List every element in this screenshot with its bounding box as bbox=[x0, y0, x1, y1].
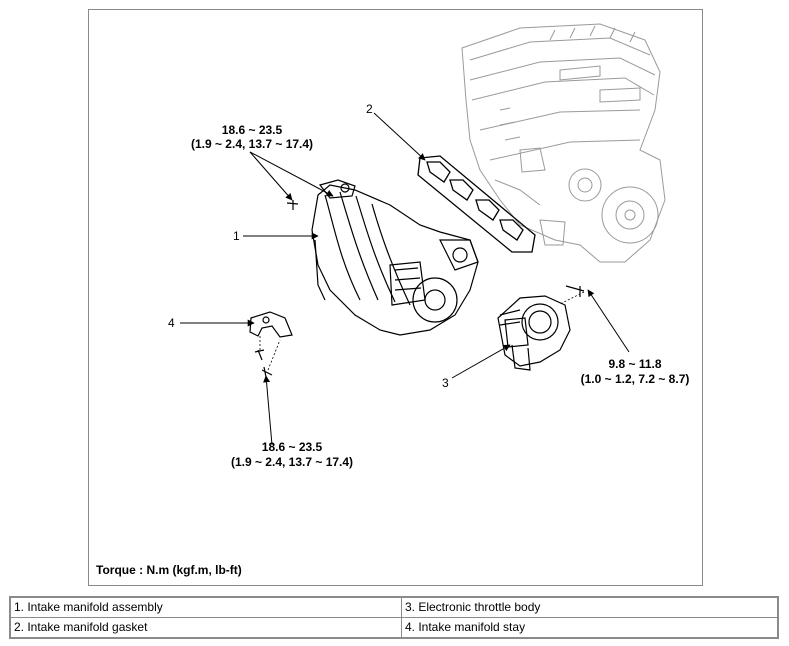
intake-manifold-gasket-illustration bbox=[417, 155, 536, 253]
figure-frame bbox=[88, 9, 703, 586]
torque-label-bottom-left-conversion: (1.9 ~ 2.4, 13.7 ~ 17.4) bbox=[230, 455, 354, 469]
intake-manifold-stay-illustration bbox=[249, 311, 293, 338]
torque-label-right-value: 9.8 ~ 11.8 bbox=[608, 357, 662, 371]
legend-item-3: 3. Electronic throttle body bbox=[401, 596, 779, 618]
leader-arrows bbox=[180, 112, 630, 446]
legend-row: 2. Intake manifold gasket 4. Intake mani… bbox=[9, 617, 779, 639]
torque-label-top-left-value: 18.6 ~ 23.5 bbox=[221, 123, 283, 137]
legend-row: 1. Intake manifold assembly 3. Electroni… bbox=[9, 596, 779, 618]
intake-manifold-illustration bbox=[311, 179, 479, 336]
torque-unit-note: Torque : N.m (kgf.m, lb-ft) bbox=[96, 563, 242, 577]
torque-label-right-conversion: (1.0 ~ 1.2, 7.2 ~ 8.7) bbox=[580, 372, 690, 386]
callout-2: 2 bbox=[366, 102, 373, 116]
guide-lines bbox=[259, 291, 585, 371]
legend-item-4: 4. Intake manifold stay bbox=[401, 617, 779, 639]
callout-1: 1 bbox=[233, 229, 240, 243]
callout-4: 4 bbox=[168, 316, 175, 330]
legend-item-1: 1. Intake manifold assembly bbox=[9, 596, 402, 618]
torque-label-top-left-conversion: (1.9 ~ 2.4, 13.7 ~ 17.4) bbox=[190, 137, 314, 151]
engine-block-illustration bbox=[461, 23, 666, 263]
bolt-icons bbox=[254, 200, 585, 378]
torque-label-bottom-left-value: 18.6 ~ 23.5 bbox=[261, 440, 323, 454]
parts-legend-table: 1. Intake manifold assembly 3. Electroni… bbox=[9, 596, 779, 639]
callout-3: 3 bbox=[442, 376, 449, 390]
legend-item-2: 2. Intake manifold gasket bbox=[9, 617, 402, 639]
throttle-body-illustration bbox=[497, 295, 571, 371]
